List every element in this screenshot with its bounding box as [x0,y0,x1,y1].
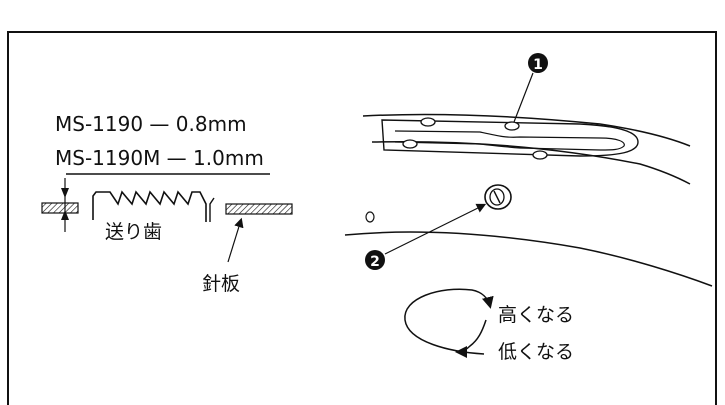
plate-screw-3 [402,139,418,149]
dimension-arrow-up [61,188,69,198]
rotation-lower-label: 低くなる [498,341,574,363]
feed-dog-label: 送り歯 [105,221,162,243]
plate-screw-1 [420,117,436,127]
callout-2-number: 2 [370,254,380,270]
plate-screw-4 [532,150,548,160]
spec-line-2: MS-1190M — 1.0mm [55,146,264,170]
rotation-arrow-clockwise [404,288,494,355]
needle-plate-right [225,203,293,215]
frame-border [7,31,717,405]
spec-line-1: MS-1190 — 0.8mm [55,112,247,136]
needle-plate-label: 針板 [202,273,240,295]
adjustment-screw-slot [493,190,501,204]
bed-hole [365,211,375,223]
bed-upper-curve [371,140,691,185]
needle-plate-leader [227,217,244,263]
needle-plate-left [41,202,79,214]
callout-2-badge [365,250,385,270]
callout-1-number: 1 [533,57,543,73]
feed-slide-slot [394,130,625,151]
callout-2-leader [384,203,487,255]
bed-top-edge [362,113,691,147]
bed-lower-curve [344,231,713,287]
rotation-arrow-counterclockwise [455,319,487,358]
callout-1-badge [528,53,548,73]
rotation-higher-label: 高くなる [498,304,574,326]
dimension-arrow-down [61,210,69,220]
callout-1-leader [513,72,534,123]
plate-screw-2 [504,121,520,131]
adjustment-screw-inner [489,188,505,206]
feed-dog-teeth [92,190,207,222]
feed-slide-plate [381,119,639,157]
feed-dog-right-edge [209,197,215,222]
